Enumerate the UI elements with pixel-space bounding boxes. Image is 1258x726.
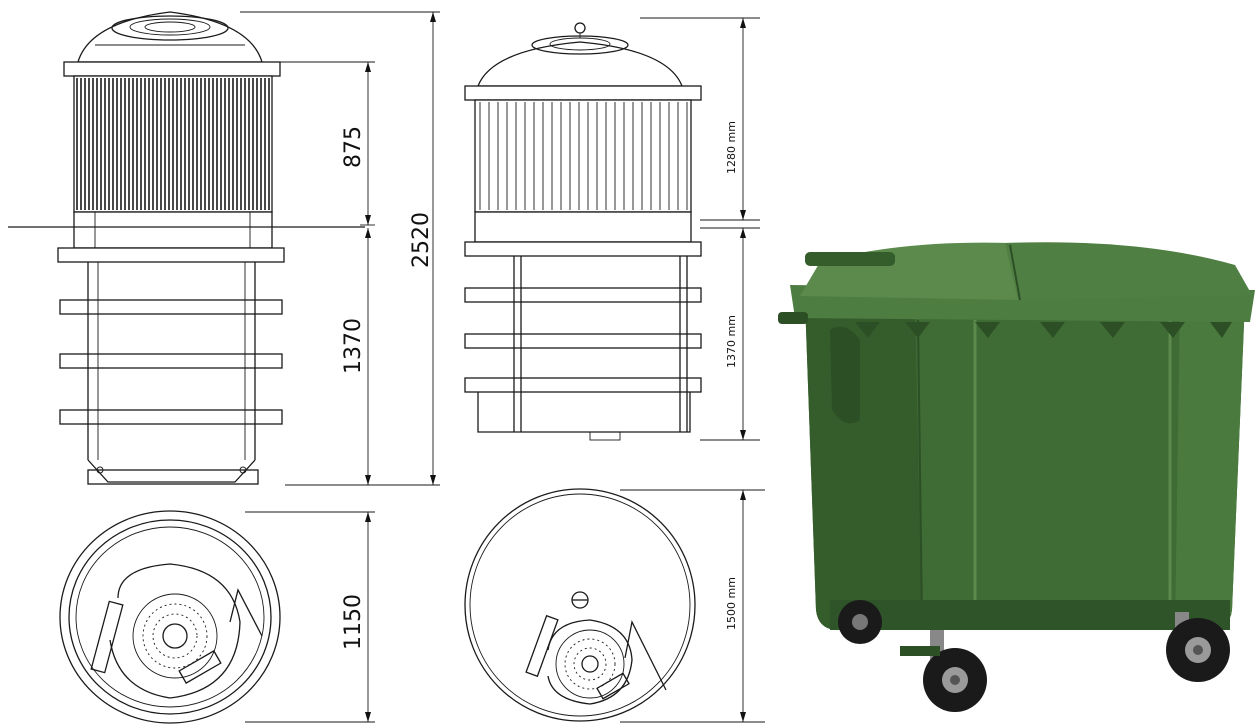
dim-1370mm: 1370 mm <box>725 315 738 368</box>
dim-1150: 1150 <box>341 594 366 650</box>
wheel-front-left <box>923 630 987 712</box>
wheel-rear-left <box>838 600 882 644</box>
middle-container-plan <box>464 488 765 723</box>
dim-1280mm: 1280 mm <box>725 121 738 174</box>
dim-1370: 1370 <box>341 318 366 374</box>
dim-875: 875 <box>341 126 366 168</box>
left-ribs <box>76 78 270 210</box>
left-container-plan <box>59 510 375 724</box>
dim-2520: 2520 <box>409 212 434 268</box>
wheelie-bin-photo <box>778 242 1255 712</box>
dim-1500mm: 1500 mm <box>725 577 738 630</box>
middle-ribs <box>479 102 688 210</box>
left-container-elevation <box>8 11 440 486</box>
middle-container-elevation <box>464 17 760 441</box>
wheel-front-right <box>1166 612 1230 682</box>
